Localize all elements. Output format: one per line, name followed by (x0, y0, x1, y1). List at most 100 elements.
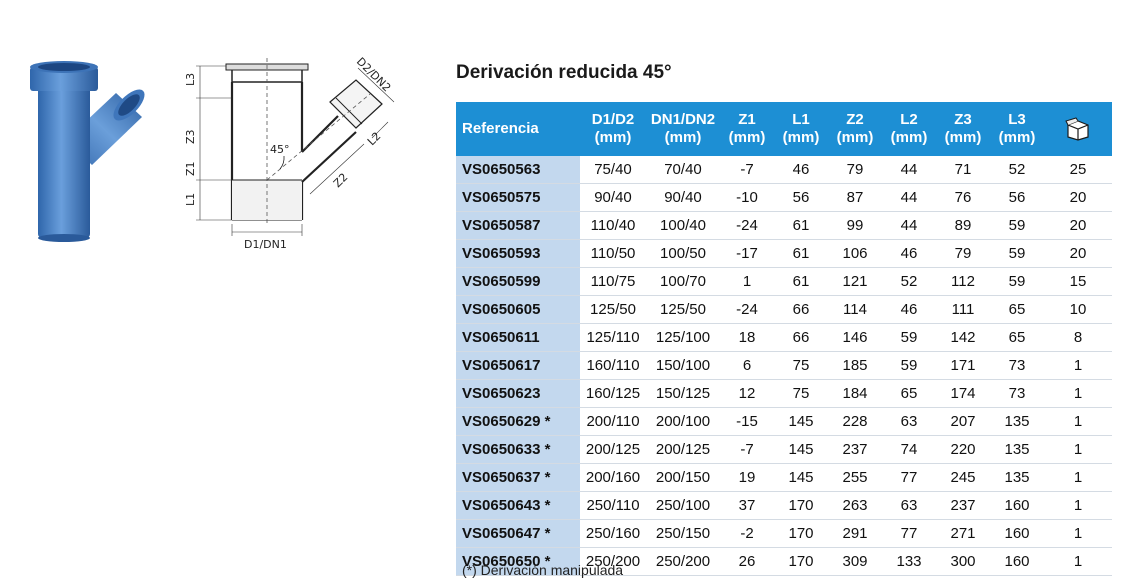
value-cell: -7 (720, 156, 774, 184)
header-symbol: DN1/DN2 (650, 111, 716, 128)
value-cell: 61 (774, 239, 828, 268)
value-cell: 145 (774, 407, 828, 436)
value-cell: 110/50 (580, 239, 646, 268)
value-cell: 90/40 (646, 183, 720, 212)
reference-cell: VS0650643 * (456, 491, 580, 520)
label-z1: Z1 (184, 161, 197, 176)
value-cell: 66 (774, 323, 828, 352)
header-symbol: L1 (792, 111, 810, 128)
label-l1: L1 (184, 193, 197, 206)
value-cell: 125/100 (646, 323, 720, 352)
value-cell: 59 (990, 211, 1044, 240)
value-cell: 200/160 (580, 463, 646, 492)
header-col-1: D1/D2(mm) (580, 102, 646, 156)
header-col-8: L3(mm) (990, 102, 1044, 156)
value-cell: 1 (1044, 547, 1112, 576)
value-cell: 250/200 (580, 547, 646, 576)
value-cell: 106 (828, 239, 882, 268)
value-cell: 160 (990, 547, 1044, 576)
product-photo (30, 61, 145, 242)
value-cell: 20 (1044, 183, 1112, 212)
value-cell: 207 (936, 407, 990, 436)
value-cell: 145 (774, 463, 828, 492)
header-symbol: D1/D2 (591, 111, 635, 128)
value-cell: 74 (882, 435, 936, 464)
header-unit: (mm) (998, 129, 1036, 146)
footnote: (*) Derivación manipulada (462, 562, 624, 578)
value-cell: 133 (882, 547, 936, 576)
value-cell: 100/40 (646, 211, 720, 240)
value-cell: 65 (990, 295, 1044, 324)
value-cell: 6 (720, 351, 774, 380)
label-z3: Z3 (184, 129, 197, 144)
value-cell: 19 (720, 463, 774, 492)
value-cell: 170 (774, 491, 828, 520)
reference-cell: VS0650563 (456, 156, 580, 184)
value-cell: 146 (828, 323, 882, 352)
value-cell: 37 (720, 491, 774, 520)
header-symbol: L3 (1008, 111, 1026, 128)
value-cell: 79 (936, 239, 990, 268)
value-cell: 150/100 (646, 351, 720, 380)
value-cell: 185 (828, 351, 882, 380)
value-cell: 220 (936, 435, 990, 464)
technical-drawing: L3 Z3 Z1 L1 45° D1/DN1 D2/DN2 L2 Z2 (184, 55, 395, 251)
header-symbol: Z1 (738, 111, 756, 128)
value-cell: 160/110 (580, 351, 646, 380)
value-cell: -15 (720, 407, 774, 436)
value-cell: 89 (936, 211, 990, 240)
value-cell: 112 (936, 267, 990, 296)
value-cell: 135 (990, 407, 1044, 436)
value-cell: 75 (774, 379, 828, 408)
value-cell: 100/70 (646, 267, 720, 296)
value-cell: 135 (990, 435, 1044, 464)
value-cell: 160/125 (580, 379, 646, 408)
value-cell: 18 (720, 323, 774, 352)
value-cell: 1 (1044, 519, 1112, 548)
header-unit: (mm) (944, 129, 982, 146)
value-cell: 228 (828, 407, 882, 436)
value-cell: -2 (720, 519, 774, 548)
value-cell: 237 (936, 491, 990, 520)
value-cell: 59 (882, 323, 936, 352)
value-cell: 87 (828, 183, 882, 212)
header-unit: (mm) (782, 129, 820, 146)
value-cell: 200/150 (646, 463, 720, 492)
value-cell: 1 (1044, 351, 1112, 380)
value-cell: 46 (882, 239, 936, 268)
value-cell: 200/125 (646, 435, 720, 464)
value-cell: 73 (990, 379, 1044, 408)
header-col-4: L1(mm) (774, 102, 828, 156)
value-cell: 79 (828, 156, 882, 184)
value-cell: 1 (720, 267, 774, 296)
value-cell: 263 (828, 491, 882, 520)
value-cell: 15 (1044, 267, 1112, 296)
header-box-quantity (1044, 102, 1112, 156)
value-cell: 250/200 (646, 547, 720, 576)
value-cell: 150/125 (646, 379, 720, 408)
header-symbol: Z3 (954, 111, 972, 128)
value-cell: 65 (990, 323, 1044, 352)
value-cell: 63 (882, 491, 936, 520)
value-cell: 46 (774, 156, 828, 184)
value-cell: 250/160 (580, 519, 646, 548)
page-title: Derivación reducida 45° (456, 62, 672, 83)
value-cell: 56 (990, 183, 1044, 212)
header-referencia: Referencia (456, 102, 580, 156)
value-cell: 44 (882, 156, 936, 184)
header-unit: (mm) (594, 129, 632, 146)
value-cell: 125/110 (580, 323, 646, 352)
value-cell: 1 (1044, 435, 1112, 464)
value-cell: 46 (882, 295, 936, 324)
value-cell: 291 (828, 519, 882, 548)
value-cell: 66 (774, 295, 828, 324)
value-cell: 1 (1044, 463, 1112, 492)
